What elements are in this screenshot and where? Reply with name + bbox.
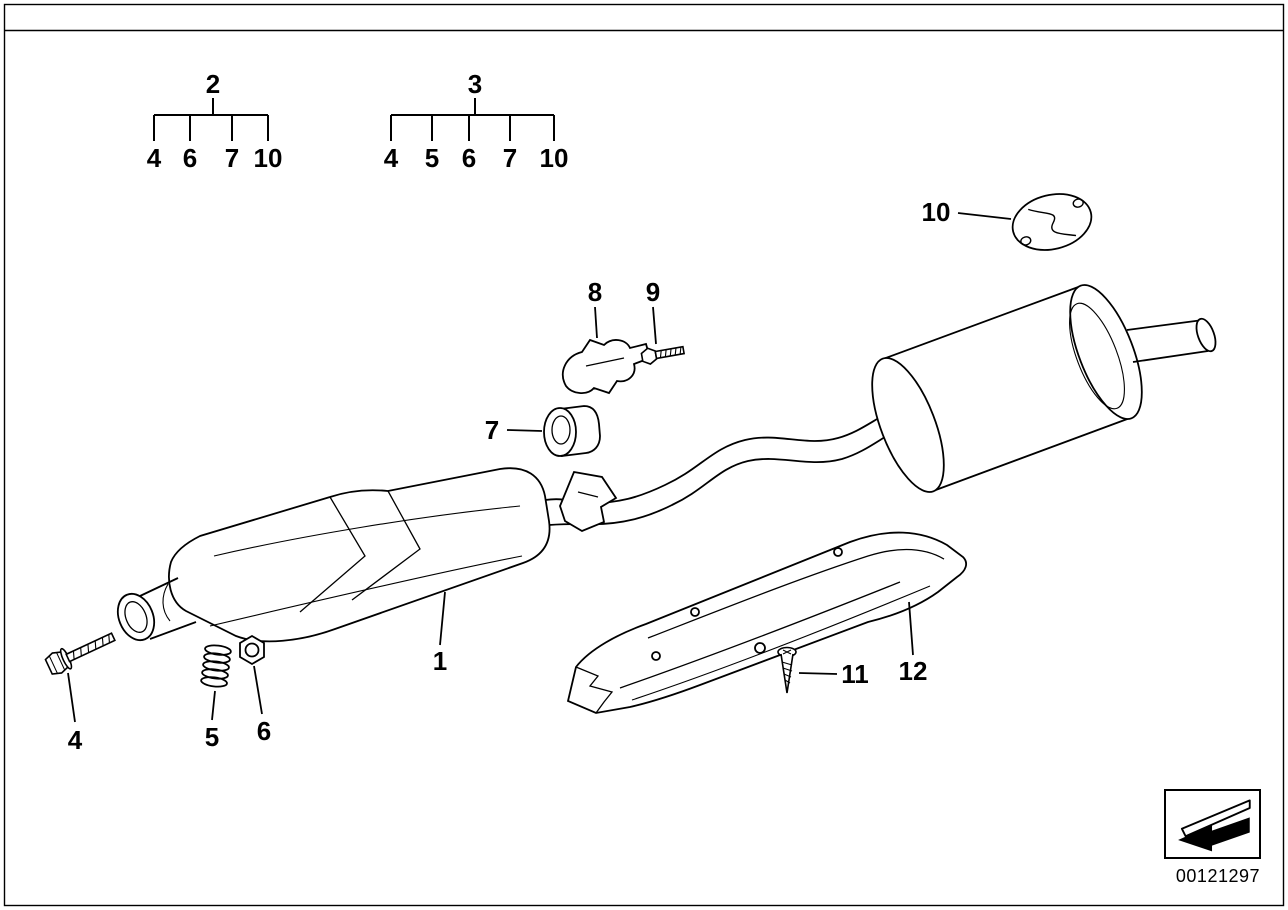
callout-8[interactable]: 8 bbox=[587, 277, 603, 307]
callout-12[interactable]: 12 bbox=[898, 656, 928, 686]
bushing-drawing bbox=[543, 405, 601, 458]
image-number: 00121297 bbox=[1175, 866, 1260, 886]
group-2-label[interactable]: 2 bbox=[205, 69, 221, 99]
spring-drawing bbox=[200, 644, 232, 688]
callout-6[interactable]: 6 bbox=[256, 716, 272, 746]
callout-1[interactable]: 1 bbox=[432, 646, 448, 676]
callout-11[interactable]: 11 bbox=[841, 659, 869, 689]
callout-4[interactable]: 4 bbox=[67, 725, 83, 755]
group-3-member-5[interactable]: 5 bbox=[424, 143, 440, 173]
group-2-member-7[interactable]: 7 bbox=[224, 143, 240, 173]
front-muffler-drawing bbox=[116, 467, 551, 643]
group-3-label[interactable]: 3 bbox=[467, 69, 483, 99]
callout-10[interactable]: 10 bbox=[921, 197, 951, 227]
leader-lines bbox=[67, 212, 1012, 723]
clamp-drawing bbox=[1011, 193, 1093, 251]
callout-9[interactable]: 9 bbox=[645, 277, 661, 307]
callout-7[interactable]: 7 bbox=[484, 415, 500, 445]
bolt-4-drawing bbox=[44, 632, 116, 675]
group-3-member-4[interactable]: 4 bbox=[383, 143, 399, 173]
group-3-member-10[interactable]: 10 bbox=[539, 143, 569, 173]
group-3-member-6[interactable]: 6 bbox=[461, 143, 477, 173]
callout-5[interactable]: 5 bbox=[204, 722, 220, 752]
pipe-hanger-bracket-drawing bbox=[559, 470, 618, 533]
group-3-bracket bbox=[390, 98, 555, 141]
travel-direction-box bbox=[1164, 789, 1261, 859]
group-2-member-10[interactable]: 10 bbox=[253, 143, 283, 173]
rubber-mount-bracket-drawing bbox=[561, 338, 652, 395]
group-2-bracket bbox=[153, 98, 269, 141]
travel-direction-arrow-icon bbox=[1178, 799, 1251, 852]
heat-shield-drawing bbox=[566, 531, 968, 714]
screw-drawing bbox=[777, 646, 797, 694]
page-frame bbox=[3, 3, 1285, 907]
group-3-member-7[interactable]: 7 bbox=[502, 143, 518, 173]
bolt-9-drawing bbox=[640, 345, 686, 365]
nut-drawing bbox=[239, 634, 265, 666]
group-2-member-6[interactable]: 6 bbox=[182, 143, 198, 173]
group-2-member-4[interactable]: 4 bbox=[146, 143, 162, 173]
rear-muffler-drawing bbox=[871, 284, 1217, 493]
